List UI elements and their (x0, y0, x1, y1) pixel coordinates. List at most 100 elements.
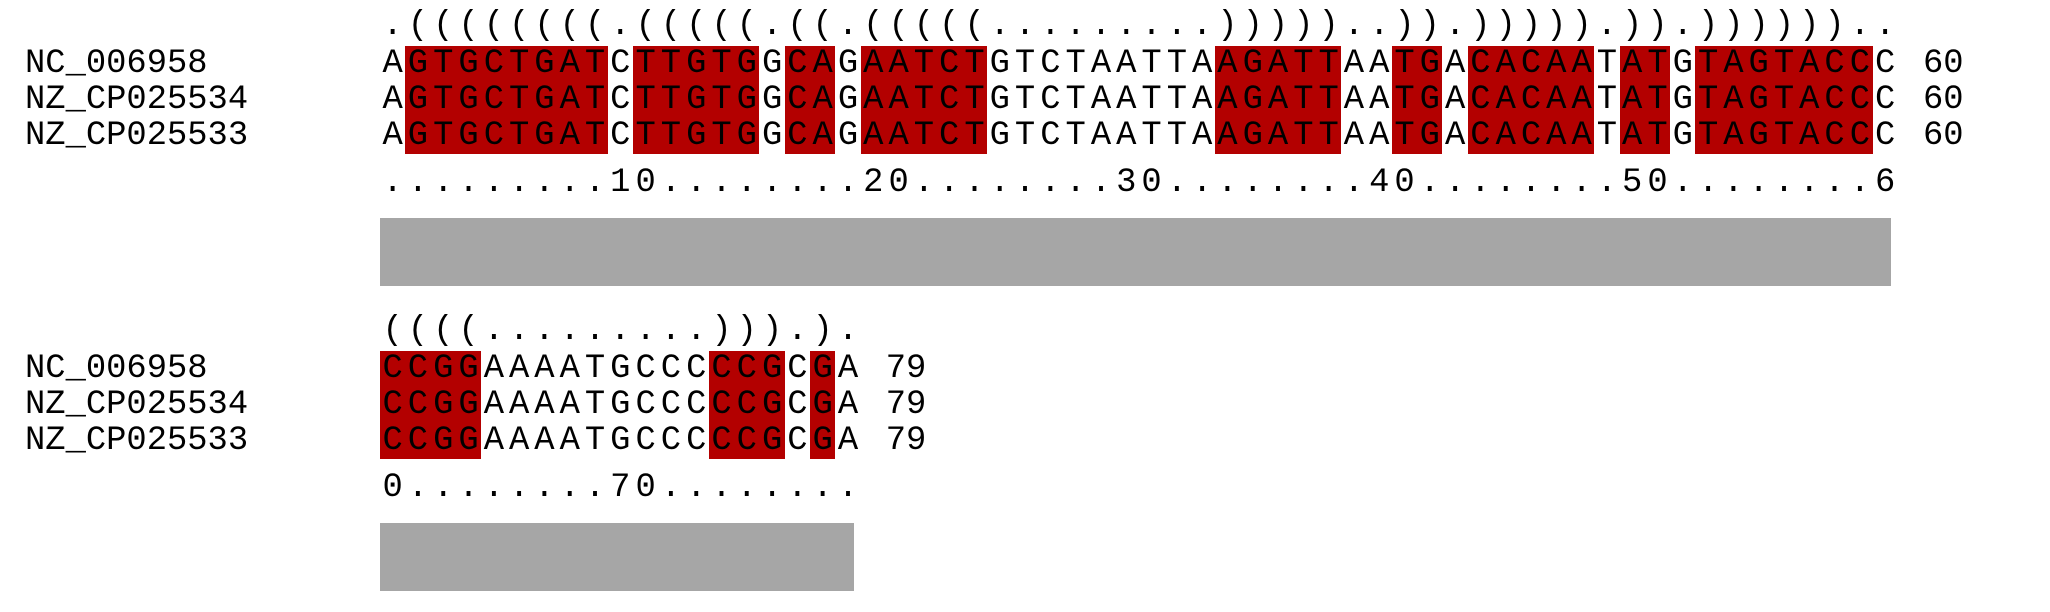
residue: C (1847, 82, 1873, 118)
residue: A (837, 350, 859, 388)
residue: T (584, 386, 606, 424)
residue: T (1391, 118, 1418, 154)
residue: A (382, 81, 403, 119)
residue: G (610, 350, 631, 388)
residue: A (1543, 118, 1569, 154)
residue: T (1166, 45, 1187, 83)
residue: A (1343, 117, 1365, 155)
residue: G (734, 82, 760, 118)
residue: A (1568, 46, 1595, 82)
residue: T (658, 118, 684, 154)
residue: A (1619, 82, 1645, 118)
residue: G (1672, 45, 1693, 83)
residue: T (1771, 46, 1797, 82)
residue: C (481, 82, 507, 118)
residue: G (405, 82, 431, 118)
residue: G (810, 387, 836, 423)
residue: G (1672, 81, 1693, 119)
residue: A (885, 46, 912, 82)
residue: C (787, 386, 808, 424)
residue: G (759, 387, 785, 423)
residue: A (1265, 118, 1291, 154)
residue: C (936, 46, 962, 82)
residue: G (1746, 46, 1772, 82)
residue: C (708, 387, 735, 423)
residue: T (1391, 46, 1418, 82)
residue: A (1444, 81, 1466, 119)
residue: T (506, 118, 532, 154)
residue: T (911, 46, 937, 82)
residue: A (1796, 118, 1822, 154)
residue: G (683, 82, 709, 118)
residue: A (508, 422, 530, 460)
residue: T (430, 118, 456, 154)
residue: C (787, 422, 808, 460)
sequence-end-position: 79 (885, 350, 927, 388)
residue: T (961, 82, 988, 118)
residue: G (683, 46, 709, 82)
residue: A (1493, 46, 1519, 82)
residue: A (1720, 118, 1747, 154)
residue: T (708, 46, 735, 82)
sequence-end-position: 60 (1923, 45, 1964, 83)
residue: A (1493, 82, 1519, 118)
residue: C (380, 387, 406, 423)
residue: G (1417, 82, 1443, 118)
residue: G (455, 387, 482, 423)
residue: A (885, 82, 912, 118)
residue: A (1444, 117, 1466, 155)
residue: T (632, 46, 659, 82)
residue: A (534, 350, 555, 388)
residue: T (1695, 118, 1721, 154)
residue: C (660, 422, 682, 460)
residue: A (1116, 81, 1137, 119)
residue: C (1467, 118, 1494, 154)
residue: G (734, 118, 760, 154)
residue: T (582, 46, 608, 82)
residue: T (1290, 46, 1316, 82)
residue: T (1141, 45, 1162, 83)
residue: C (784, 118, 811, 154)
residue: G (761, 81, 783, 119)
residue: T (708, 82, 735, 118)
residue: G (1417, 118, 1443, 154)
residue: G (1746, 118, 1772, 154)
residue: A (508, 386, 530, 424)
residue: G (531, 46, 558, 82)
conservation-bar (380, 523, 854, 591)
residue: G (734, 46, 760, 82)
residue: A (860, 82, 886, 118)
residue: C (380, 351, 406, 387)
residue: C (1518, 82, 1544, 118)
residue: A (534, 422, 555, 460)
residue: C (405, 387, 431, 423)
residue: T (1141, 81, 1162, 119)
residue: G (989, 45, 1010, 83)
residue: T (1166, 117, 1187, 155)
residue: G (1240, 46, 1266, 82)
residue: C (1875, 81, 1896, 119)
residue: A (557, 118, 583, 154)
residue: A (1116, 45, 1137, 83)
residue: T (1771, 118, 1797, 154)
residue: C (734, 387, 760, 423)
residue: T (430, 46, 456, 82)
residue: G (761, 117, 783, 155)
residue: A (559, 350, 580, 388)
residue: A (1796, 46, 1822, 82)
residue: A (1568, 118, 1595, 154)
residue: T (1644, 82, 1671, 118)
residue: T (584, 422, 606, 460)
residue: A (860, 118, 886, 154)
residue: A (557, 82, 583, 118)
sequence-end-position: 60 (1923, 81, 1964, 119)
residue: C (405, 423, 431, 459)
residue: G (1240, 82, 1266, 118)
residue: T (1065, 45, 1086, 83)
residue: A (810, 82, 836, 118)
residue: G (759, 423, 785, 459)
